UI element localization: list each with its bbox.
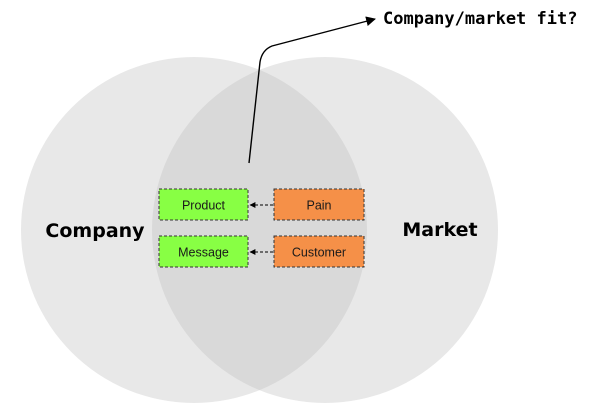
customer-label: Customer	[292, 246, 346, 260]
market-label: Market	[402, 219, 477, 241]
pain-label: Pain	[306, 199, 331, 213]
message-box: Message	[158, 235, 249, 268]
fit-question-label: Company/market fit?	[383, 9, 577, 29]
customer-box: Customer	[273, 235, 365, 268]
overlap-region	[152, 57, 367, 403]
company-label: Company	[45, 220, 145, 242]
fit-arrow	[248, 16, 376, 164]
pain-box: Pain	[273, 188, 365, 221]
product-label: Product	[182, 199, 226, 213]
message-label: Message	[178, 246, 229, 260]
product-box: Product	[158, 188, 249, 221]
